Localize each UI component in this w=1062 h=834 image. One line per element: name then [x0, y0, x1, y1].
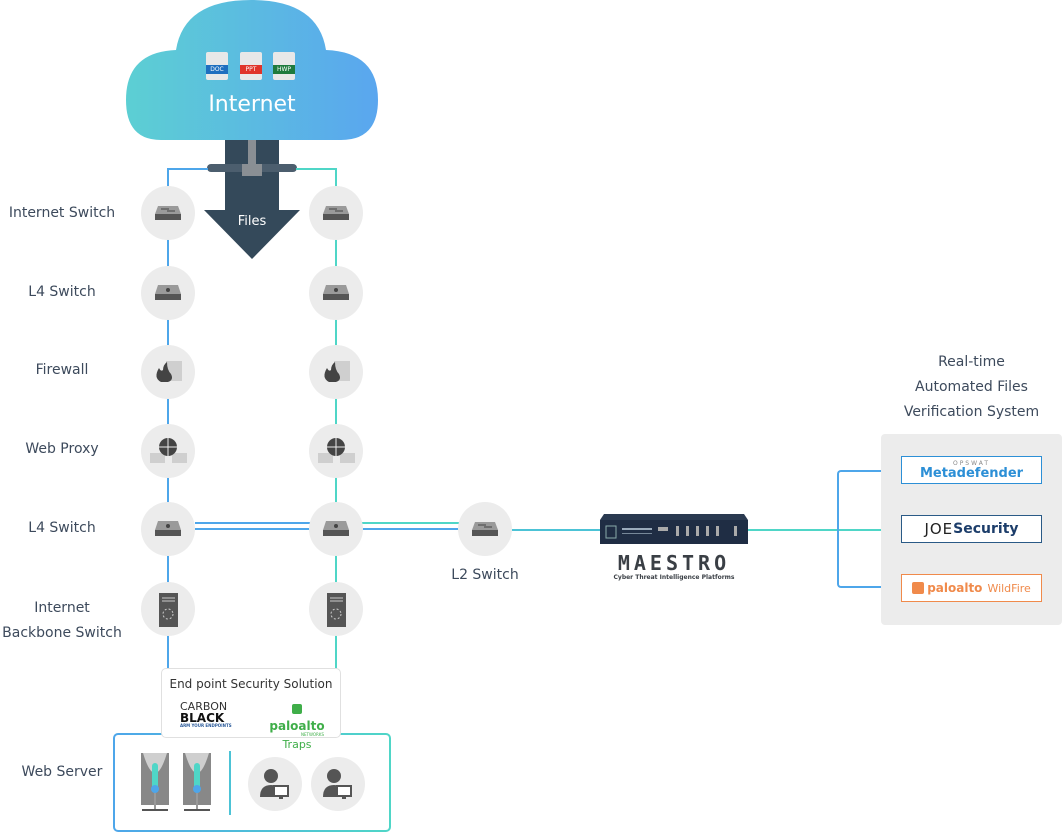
label-backbone-switch: Internet Backbone Switch	[2, 600, 122, 641]
l4-switch-icon	[323, 521, 349, 536]
l4-switch-left-bottom[interactable]	[141, 502, 195, 556]
label-l4-switch-bottom: L4 Switch	[28, 520, 96, 536]
joe-product: Security	[953, 521, 1019, 537]
web-proxy-icon	[150, 438, 187, 463]
metadefender-product: Metadefender	[919, 465, 1024, 481]
label-internet-switch: Internet Switch	[8, 205, 116, 221]
joe-brand: JOE	[924, 520, 954, 538]
l4-switch-icon	[155, 521, 181, 536]
server-2[interactable]	[181, 753, 213, 815]
switch-icon	[155, 206, 181, 220]
l4-switch-icon	[155, 285, 181, 300]
verification-panel: OPSWAT Metadefender JOE Security paloalt…	[881, 434, 1062, 625]
server-icon	[183, 753, 211, 811]
verification-title-line2: Automated Files	[915, 379, 1028, 395]
paloalto-traps-logo: paloalto NETWORKS Traps	[262, 701, 332, 750]
left-top-connector	[168, 168, 208, 170]
switch-icon	[323, 206, 349, 220]
backbone-switch-left[interactable]	[141, 582, 195, 636]
server-icon	[141, 753, 169, 811]
maestro-appliance[interactable]	[598, 510, 750, 550]
files-label: Files	[237, 214, 267, 229]
firewall-left[interactable]	[141, 345, 195, 399]
web-proxy-left[interactable]	[141, 424, 195, 478]
vendor-paloalto-wildfire[interactable]: paloalto WildFire	[901, 574, 1042, 602]
backbone-switch-icon	[327, 593, 346, 627]
vendor-metadefender[interactable]: OPSWAT Metadefender	[901, 456, 1042, 484]
paloalto-logo-icon	[912, 582, 925, 594]
firewall-right[interactable]	[309, 345, 363, 399]
l4-switch-right-bottom[interactable]	[309, 502, 363, 556]
firewall-icon	[156, 361, 182, 382]
internet-switch-right[interactable]	[309, 186, 363, 240]
opswat-brand: OPSWAT	[952, 459, 991, 467]
server-1[interactable]	[139, 753, 171, 815]
firewall-icon	[324, 361, 350, 382]
internet-switch-left[interactable]	[141, 186, 195, 240]
internet-cloud: DOC PPT HWP Internet	[126, 0, 378, 142]
wildfire-product: WildFire	[987, 581, 1031, 595]
label-web-server: Web Server	[21, 764, 103, 780]
right-top-connector	[296, 168, 336, 170]
maestro-vendor-link	[748, 529, 898, 531]
maestro-subtitle: Cyber Threat Intelligence Platforms	[613, 574, 735, 581]
l4-link-lower	[195, 528, 313, 530]
paloalto-brand: paloalto	[927, 581, 983, 595]
endpoint-title: End point Security Solution	[169, 677, 333, 691]
l4-link-upper	[195, 522, 313, 524]
l4-l2-link-lower	[362, 528, 462, 530]
paloalto-traps-icon	[292, 704, 302, 714]
down-arrow-icon	[204, 140, 300, 259]
ppt-file-icon: PPT	[240, 52, 262, 80]
label-l4-switch-top: L4 Switch	[28, 284, 96, 300]
vendor-branch-bracket	[837, 470, 901, 588]
vendor-joe-security[interactable]: JOE Security	[901, 515, 1042, 543]
l2-switch[interactable]	[458, 502, 512, 556]
web-server-group	[113, 733, 391, 832]
divider	[229, 751, 231, 815]
l4-switch-right-top[interactable]	[309, 266, 363, 320]
user-computer-icon	[323, 769, 352, 799]
web-proxy-icon	[318, 438, 355, 463]
label-l2-switch: L2 Switch	[451, 567, 519, 583]
maestro-device-icon	[600, 514, 748, 544]
backbone-switch-right[interactable]	[309, 582, 363, 636]
user-workstation-2[interactable]	[311, 757, 365, 811]
carbon-black-logo: CARBON BLACK ARM YOUR ENDPOINTS	[180, 700, 232, 728]
maestro-name: MAESTRO	[617, 551, 731, 575]
l2-maestro-link	[512, 529, 602, 531]
cloud-title: Internet	[208, 92, 296, 117]
files-flow-arrow: Files	[204, 140, 300, 260]
l4-switch-icon	[323, 285, 349, 300]
backbone-switch-icon	[159, 593, 178, 627]
user-computer-icon	[260, 769, 289, 799]
doc-file-icon: DOC	[206, 52, 228, 80]
verification-title-line1: Real-time	[938, 354, 1005, 370]
switch-icon	[472, 522, 498, 536]
user-workstation-1[interactable]	[248, 757, 302, 811]
verification-title-line3: Verification System	[903, 404, 1040, 420]
endpoint-security-box: End point Security Solution CARBON BLACK…	[161, 668, 341, 750]
l4-switch-left-top[interactable]	[141, 266, 195, 320]
label-web-proxy: Web Proxy	[25, 441, 99, 457]
l4-l2-link-upper	[362, 522, 462, 524]
label-firewall: Firewall	[35, 362, 89, 378]
web-proxy-right[interactable]	[309, 424, 363, 478]
hwp-file-icon: HWP	[273, 52, 295, 80]
